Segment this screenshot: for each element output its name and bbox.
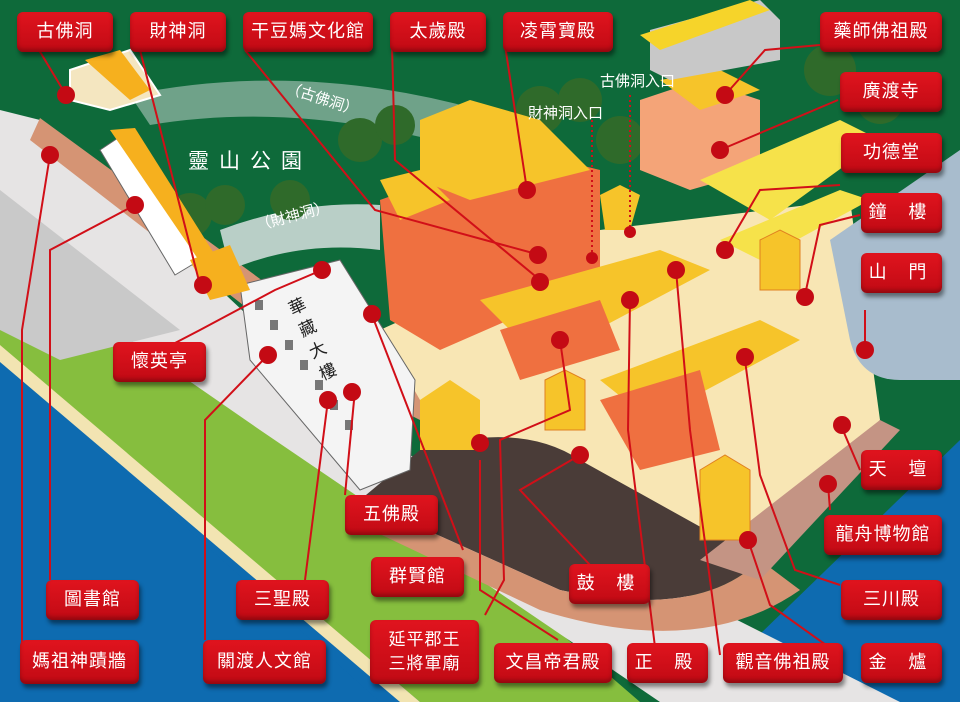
label-qunxian-hall[interactable]: 群賢館: [371, 557, 464, 597]
label-sansheng-hall[interactable]: 三聖殿: [236, 580, 329, 620]
caishen-entrance-label: 財神洞入口: [528, 104, 604, 122]
label-gongde-hall[interactable]: 功德堂: [841, 133, 942, 173]
label-library[interactable]: 圖書館: [46, 580, 139, 620]
label-gufo-cave[interactable]: 古佛洞: [17, 12, 113, 52]
label-yaoshi-hall[interactable]: 藥師佛祖殿: [820, 12, 942, 52]
label-guangdu-temple[interactable]: 廣渡寺: [840, 72, 942, 112]
label-gandouma-culture[interactable]: 干豆媽文化館: [243, 12, 373, 52]
label-dragon-boat-museum[interactable]: 龍舟博物館: [824, 515, 942, 555]
label-taisui-hall[interactable]: 太歲殿: [390, 12, 486, 52]
label-guandu-culture[interactable]: 關渡人文館: [203, 640, 326, 684]
label-sanchuan-hall[interactable]: 三川殿: [841, 580, 942, 620]
park-label: 靈山公園: [188, 149, 312, 173]
label-guanyin-hall[interactable]: 觀音佛祖殿: [723, 643, 843, 683]
label-huaiying-pavilion[interactable]: 懷英亭: [113, 342, 206, 382]
label-yanping-temple[interactable]: 延平郡王 三將軍廟: [370, 620, 479, 684]
label-wenchang-hall[interactable]: 文昌帝君殿: [494, 643, 612, 683]
label-mazu-wall[interactable]: 媽祖神蹟牆: [20, 640, 139, 684]
label-drum-tower[interactable]: 鼓 樓: [569, 564, 650, 604]
label-golden-furnace[interactable]: 金 爐: [861, 643, 942, 683]
label-lingxiao-hall[interactable]: 凌霄寶殿: [503, 12, 613, 52]
label-tiantan[interactable]: 天 壇: [861, 450, 942, 490]
label-wufo-hall[interactable]: 五佛殿: [345, 495, 438, 535]
label-mountain-gate[interactable]: 山 門: [861, 253, 942, 293]
label-caishen-cave[interactable]: 財神洞: [130, 12, 226, 52]
label-bell-tower[interactable]: 鐘 樓: [861, 193, 942, 233]
gufo-entrance-label: 古佛洞入口: [600, 72, 676, 90]
label-main-hall[interactable]: 正 殿: [627, 643, 708, 683]
